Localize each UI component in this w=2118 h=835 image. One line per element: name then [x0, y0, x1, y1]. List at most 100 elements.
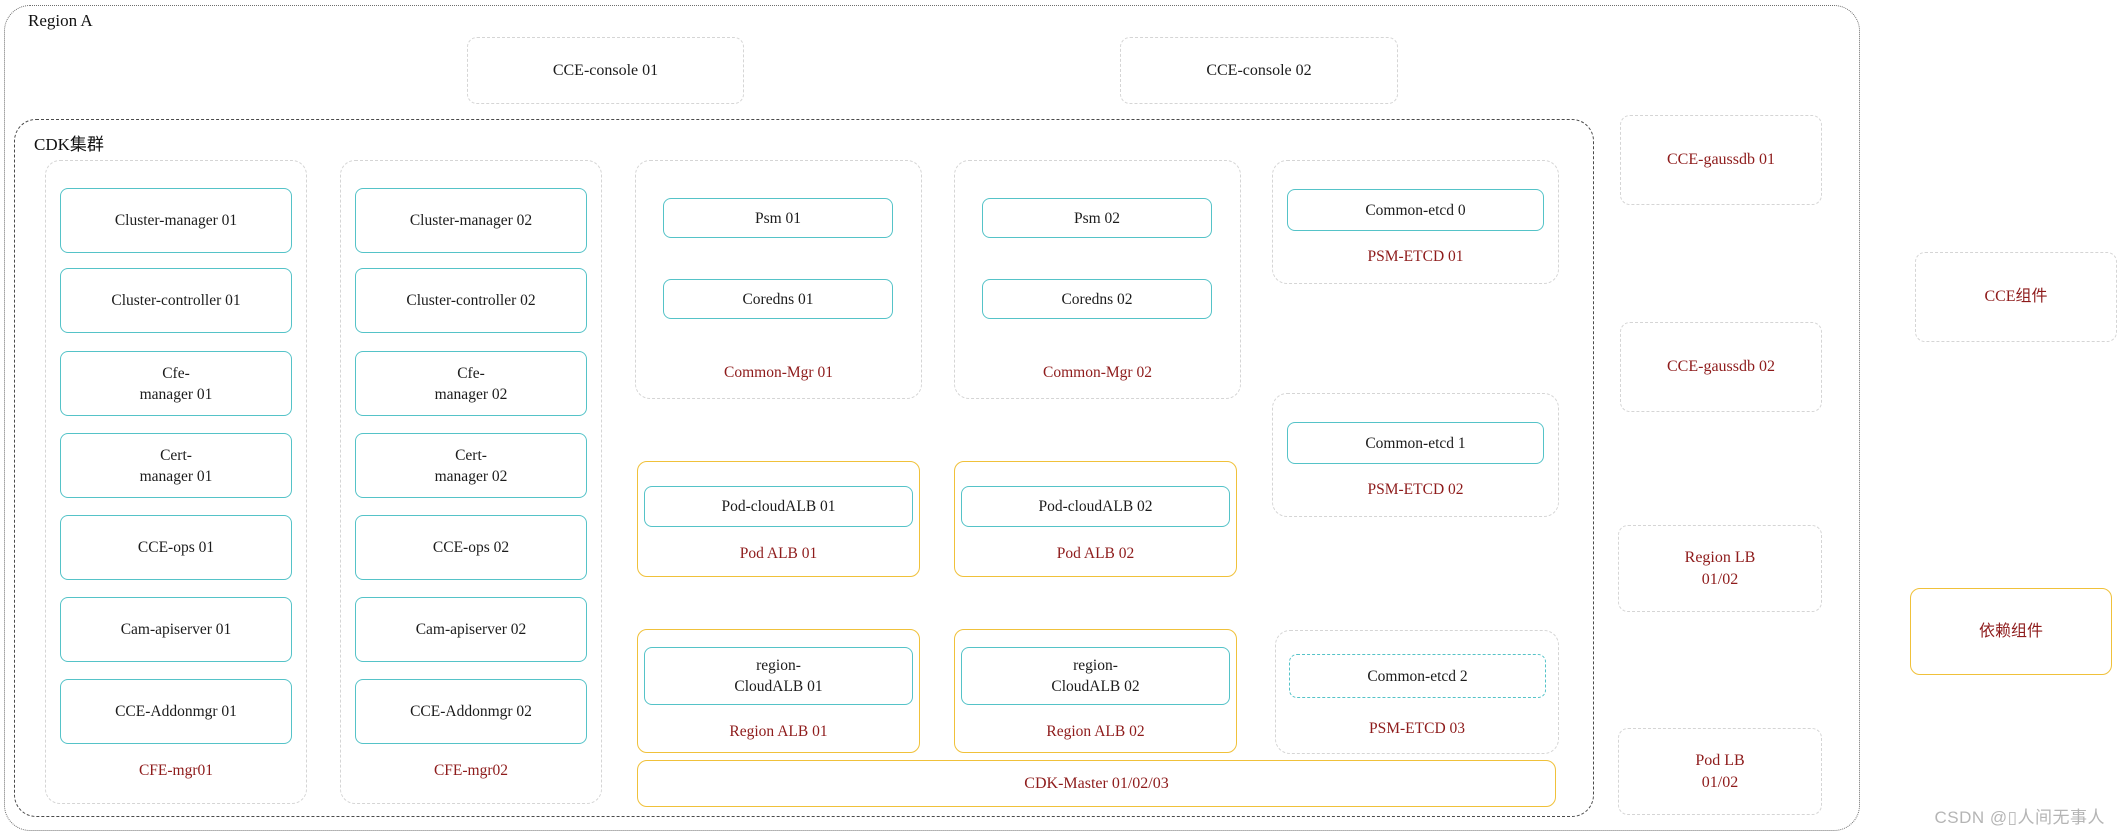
cfe-mgr01-group: Cluster-manager 01 Cluster-controller 01…: [45, 160, 307, 804]
node-label-line2: 01/02: [1701, 570, 1739, 588]
psm-etcd-01-group: Common-etcd 0 PSM-ETCD 01: [1272, 160, 1559, 284]
node-label-line2: CloudALB 02: [1051, 678, 1140, 695]
psm-etcd-03-group: Common-etcd 2 PSM-ETCD 03: [1275, 630, 1559, 754]
node-label: Cam-apiserver 01: [120, 621, 232, 638]
node-label: CCE-gaussdb 01: [1667, 151, 1775, 168]
legend-cce-component-box: CCE组件: [1915, 252, 2117, 342]
cam-apiserver-02-node: Cam-apiserver 02: [355, 597, 587, 662]
coredns-01-node: Coredns 01: [663, 279, 893, 319]
pod-alb-01-group: Pod-cloudALB 01 Pod ALB 01: [637, 461, 920, 577]
node-label: Cfe-: [162, 364, 190, 382]
region-alb-02-group: region- CloudALB 02 Region ALB 02: [954, 629, 1237, 753]
region-alb-01-label: Region ALB 01: [729, 723, 828, 740]
node-label-line2: CloudALB 01: [734, 678, 823, 695]
node-label: Common-etcd 0: [1365, 201, 1466, 219]
common-etcd-0-node: Common-etcd 0: [1287, 189, 1544, 231]
region-cloudalb-01-node: region- CloudALB 01: [644, 647, 913, 705]
cfe-mgr01-label: CFE-mgr01: [138, 762, 214, 779]
legend-dependency-component-box: 依赖组件: [1910, 588, 2112, 675]
coredns-02-node: Coredns 02: [982, 279, 1212, 319]
cluster-manager-02-node: Cluster-manager 02: [355, 188, 587, 253]
region-alb-02-label: Region ALB 02: [1046, 723, 1145, 740]
node-label: region-: [756, 657, 801, 674]
node-label-line2: manager 01: [139, 467, 213, 485]
cce-console-02-box: CCE-console 02: [1120, 37, 1398, 104]
cce-console-01-label: CCE-console 01: [552, 61, 659, 79]
cce-ops-01-node: CCE-ops 01: [60, 515, 292, 580]
common-mgr-02-group: Psm 02 Coredns 02 Common-Mgr 02: [954, 160, 1241, 399]
node-label: CCE-ops 02: [432, 539, 510, 556]
node-label: Cam-apiserver 02: [415, 621, 527, 638]
cce-console-02-label: CCE-console 02: [1206, 61, 1312, 79]
node-label: Common-etcd 2: [1367, 667, 1468, 685]
node-label: Cluster-manager 01: [114, 212, 238, 229]
node-label: Psm 01: [754, 209, 802, 227]
node-label: Cert-: [455, 446, 487, 464]
pod-alb-01-label: Pod ALB 01: [739, 545, 818, 562]
pod-alb-02-group: Pod-cloudALB 02 Pod ALB 02: [954, 461, 1237, 577]
node-label: Cluster-controller 02: [406, 292, 536, 309]
pod-cloudalb-02-node: Pod-cloudALB 02: [961, 486, 1230, 527]
common-etcd-2-node: Common-etcd 2: [1289, 654, 1546, 698]
node-label: Cluster-controller 01: [111, 292, 241, 309]
psm-02-node: Psm 02: [982, 198, 1212, 238]
pod-alb-02-label: Pod ALB 02: [1056, 545, 1135, 562]
cluster-manager-01-node: Cluster-manager 01: [60, 188, 292, 253]
legend-dependency-component-label: 依赖组件: [1978, 622, 2043, 640]
cfe-mgr02-label: CFE-mgr02: [433, 762, 509, 779]
node-label: Cfe-: [457, 364, 485, 382]
cdk-master-label: CDK-Master 01/02/03: [1024, 774, 1169, 792]
node-label: Cert-: [160, 446, 192, 464]
cam-apiserver-01-node: Cam-apiserver 01: [60, 597, 292, 662]
psm-etcd-03-label: PSM-ETCD 03: [1368, 720, 1466, 737]
pod-cloudalb-01-node: Pod-cloudALB 01: [644, 486, 913, 527]
node-label-line2: manager 01: [139, 385, 213, 403]
cfe-mgr02-group: Cluster-manager 02 Cluster-controller 02…: [340, 160, 602, 804]
node-label: CCE-Addonmgr 02: [410, 703, 532, 720]
cce-console-01-box: CCE-console 01: [467, 37, 744, 104]
node-label-line2: manager 02: [434, 385, 508, 403]
cce-addonmgr-01-node: CCE-Addonmgr 01: [60, 679, 292, 744]
cfe-manager-02-node: Cfe- manager 02: [355, 351, 587, 416]
psm-etcd-02-group: Common-etcd 1 PSM-ETCD 02: [1272, 393, 1559, 517]
node-label: Common-etcd 1: [1365, 434, 1466, 452]
legend-cce-component-label: CCE组件: [1984, 288, 2048, 305]
cluster-controller-01-node: Cluster-controller 01: [60, 268, 292, 333]
common-mgr-01-group: Psm 01 Coredns 01 Common-Mgr 01: [635, 160, 922, 399]
node-label: CCE-ops 01: [137, 539, 215, 556]
node-label: Region LB: [1684, 548, 1756, 566]
cce-gaussdb-02-box: CCE-gaussdb 02: [1620, 322, 1822, 412]
node-label-line2: manager 02: [434, 467, 508, 485]
cce-ops-02-node: CCE-ops 02: [355, 515, 587, 580]
cce-addonmgr-02-node: CCE-Addonmgr 02: [355, 679, 587, 744]
node-label: Pod-cloudALB 02: [1038, 498, 1153, 515]
node-label: Coredns 02: [1061, 290, 1133, 308]
cdk-master-bar: CDK-Master 01/02/03: [637, 760, 1556, 807]
node-label: Psm 02: [1073, 209, 1121, 227]
region-lb-box: Region LB 01/02: [1618, 525, 1822, 612]
node-label: Pod-cloudALB 01: [721, 498, 836, 515]
pod-lb-box: Pod LB 01/02: [1618, 728, 1822, 815]
common-mgr-01-label: Common-Mgr 01: [724, 364, 833, 381]
region-cloudalb-02-node: region- CloudALB 02: [961, 647, 1230, 705]
region-a-label: Region A: [28, 11, 93, 30]
node-label: CCE-Addonmgr 01: [115, 703, 237, 720]
psm-01-node: Psm 01: [663, 198, 893, 238]
psm-etcd-02-label: PSM-ETCD 02: [1367, 481, 1464, 498]
common-etcd-1-node: Common-etcd 1: [1287, 422, 1544, 464]
node-label: CCE-gaussdb 02: [1667, 358, 1775, 375]
cfe-manager-01-node: Cfe- manager 01: [60, 351, 292, 416]
region-alb-01-group: region- CloudALB 01 Region ALB 01: [637, 629, 920, 753]
cert-manager-01-node: Cert- manager 01: [60, 433, 292, 498]
node-label: Coredns 01: [742, 290, 814, 308]
cluster-controller-02-node: Cluster-controller 02: [355, 268, 587, 333]
cce-gaussdb-01-box: CCE-gaussdb 01: [1620, 115, 1822, 205]
cdk-cluster-container: [14, 119, 1594, 817]
node-label: Cluster-manager 02: [409, 212, 533, 229]
csdn-watermark: CSDN @▯人间无事人: [1934, 808, 2105, 827]
node-label-line2: 01/02: [1701, 773, 1739, 791]
common-mgr-02-label: Common-Mgr 02: [1043, 364, 1152, 381]
node-label: Pod LB: [1695, 751, 1745, 769]
node-label: region-: [1073, 657, 1118, 674]
